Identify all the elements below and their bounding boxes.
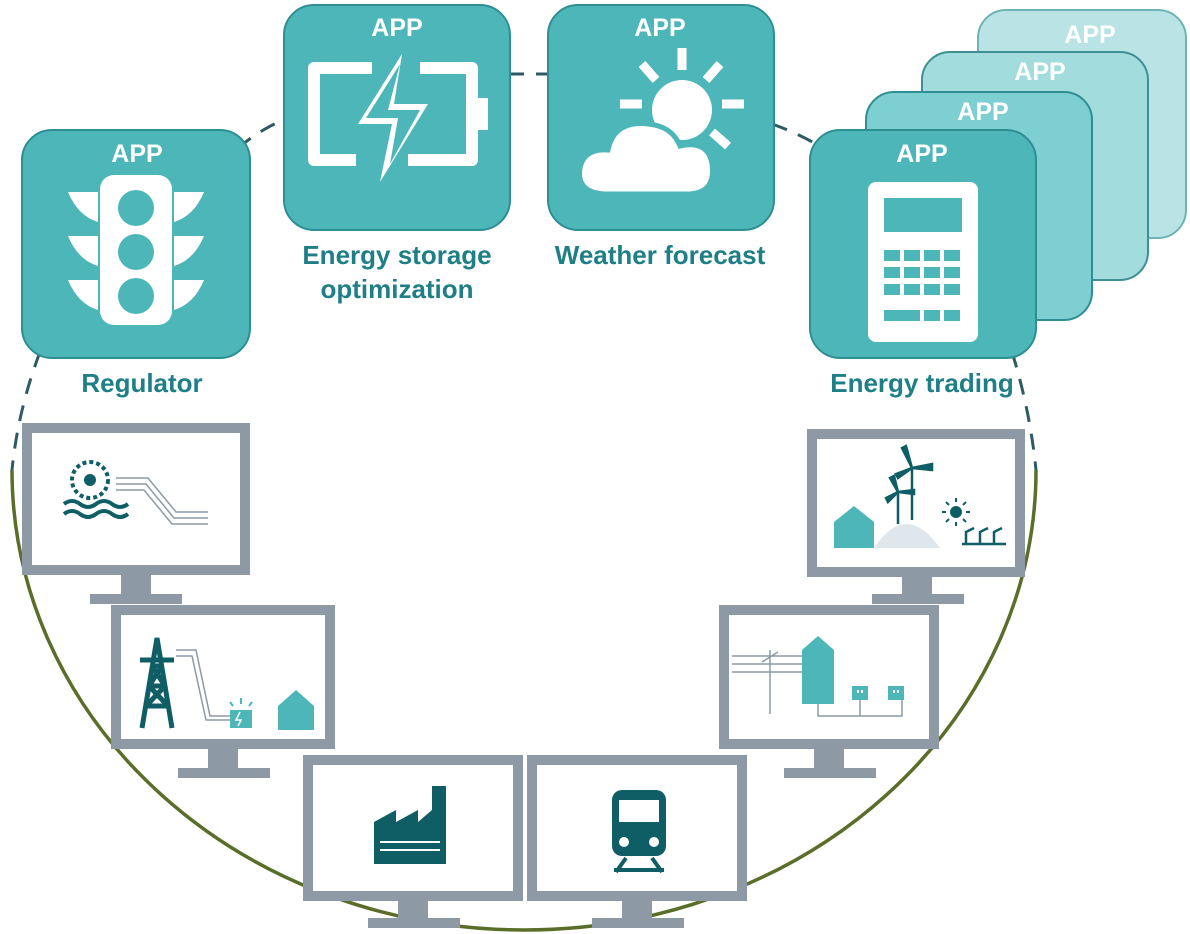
stacked-app-label-3: APP: [1014, 58, 1065, 86]
app-label: APP: [634, 14, 685, 42]
connector-weather-trading: [771, 122, 819, 147]
hydropower-icon: [62, 460, 208, 525]
connector-right-arc: [1010, 351, 1038, 471]
app-caption-line-1: Energy storage: [302, 240, 491, 270]
monitor-transmission: [111, 605, 335, 778]
app-energy-trading[interactable]: APP Energy trading: [809, 129, 1037, 398]
monitor-train: [527, 755, 747, 928]
app-label: APP: [371, 14, 422, 42]
connector-left-arc: [10, 351, 42, 471]
distribution-grid-icon: [732, 636, 904, 717]
app-caption: Weather forecast: [555, 240, 766, 270]
app-label: APP: [111, 140, 162, 168]
platform-arc: [10, 469, 1038, 932]
stacked-app-label-4: APP: [1064, 21, 1115, 49]
app-caption: Energy trading: [830, 368, 1013, 398]
wind-solar-icon: [834, 444, 1006, 548]
monitor-hydropower: [22, 423, 250, 604]
app-caption: Regulator: [81, 368, 202, 398]
calculator-icon: [868, 182, 978, 342]
monitor-factory: [303, 755, 523, 928]
app-energy-storage[interactable]: APP Energy storage optimization: [283, 4, 511, 304]
app-regulator[interactable]: APP Regulator: [21, 129, 251, 398]
train-icon: [612, 790, 666, 874]
factory-icon: [374, 786, 446, 864]
traffic-light-icon: [68, 175, 204, 325]
app-weather-forecast[interactable]: APP Weather forecast: [547, 4, 775, 270]
monitor-wind-solar: [807, 429, 1025, 604]
app-caption-line-2: optimization: [320, 274, 473, 304]
battery-bolt-icon: [308, 54, 488, 182]
transmission-storage-icon: [139, 637, 314, 730]
app-label: APP: [896, 140, 947, 168]
sun-cloud-icon: [577, 48, 744, 197]
monitor-distribution: [719, 605, 939, 778]
stacked-app-label-2: APP: [957, 98, 1008, 126]
